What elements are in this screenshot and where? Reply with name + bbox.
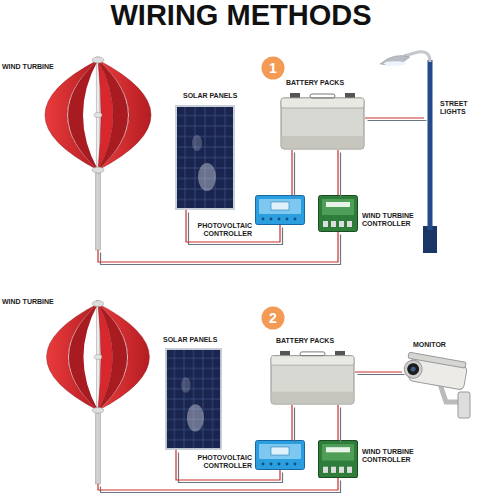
wire-pair xyxy=(292,150,295,198)
wire-positive xyxy=(186,210,280,242)
label-holder: WIND TURBINE xyxy=(2,298,54,306)
wire-pair xyxy=(186,210,283,245)
wire-positive xyxy=(98,478,338,490)
wind-turbine xyxy=(47,301,150,414)
camera-lens-glint xyxy=(410,366,416,372)
turbine-pole xyxy=(96,408,101,484)
callout-number: 1 xyxy=(269,61,277,75)
wire-positive xyxy=(337,150,338,195)
wire-positive xyxy=(291,150,292,195)
battery-pack xyxy=(271,351,354,404)
wire-pair xyxy=(338,405,341,443)
label-holder: WIND TURBINE CONTROLLER xyxy=(362,448,420,464)
callout-holder: 1 xyxy=(261,56,285,80)
security-camera xyxy=(402,352,470,418)
component-box: SOLAR PANELS xyxy=(175,105,235,210)
label-holder: MONITOR xyxy=(413,341,446,349)
callout-holder: 2 xyxy=(261,306,285,330)
component-box: WIND TURBINE CONTROLLER xyxy=(318,440,358,478)
wire-pair xyxy=(365,118,427,121)
label-holder: PHOTOVOLTAIC CONTROLLER xyxy=(194,222,252,238)
callout-number: 2 xyxy=(269,311,277,325)
camera-plate xyxy=(458,392,470,418)
component-label: WIND TURBINE xyxy=(2,298,54,306)
wind-controller xyxy=(319,196,358,232)
wire-negative xyxy=(358,374,405,375)
wire-negative xyxy=(294,408,295,443)
component-label: WIND TURBINE xyxy=(2,63,54,71)
component-label: WIND TURBINE CONTROLLER xyxy=(362,212,420,228)
component-label: MONITOR xyxy=(413,341,446,349)
wire-positive xyxy=(337,405,338,440)
wire-positive xyxy=(291,405,292,440)
wire-negative xyxy=(179,453,283,483)
wire-negative xyxy=(101,235,341,265)
label-holder: BATTERY PACKS xyxy=(276,337,334,345)
component-box: SOLAR PANELS xyxy=(165,348,222,450)
wire-pair xyxy=(176,450,283,483)
wire-pair xyxy=(338,150,341,198)
solar-panel xyxy=(175,105,235,210)
component-label: WIND TURBINE CONTROLLER xyxy=(362,448,420,464)
component-box: WIND TURBINE xyxy=(45,58,152,250)
label-holder: BATTERY PACKS xyxy=(286,79,344,87)
callout-circle: 1 xyxy=(261,56,285,80)
component-box: BATTERY PACKS xyxy=(280,92,365,150)
wind-controller xyxy=(319,441,358,478)
wire-pair xyxy=(98,478,341,493)
label-holder: WIND TURBINE CONTROLLER xyxy=(362,212,420,228)
lamp-glow xyxy=(384,61,406,66)
diagram-title: WIRING METHODS xyxy=(111,0,372,31)
wire-negative xyxy=(368,120,427,121)
wire-positive xyxy=(365,117,424,118)
component-label: BATTERY PACKS xyxy=(286,79,344,87)
component-label: PHOTOVOLTAIC CONTROLLER xyxy=(194,454,252,470)
label-holder: SOLAR PANELS xyxy=(183,92,237,100)
component-box: WIND TURBINE xyxy=(45,303,152,484)
component-box: STREET LIGHTS xyxy=(424,60,436,252)
component-label: BATTERY PACKS xyxy=(276,337,334,345)
title-block: WIRING METHODS xyxy=(0,0,482,30)
lamp-base xyxy=(423,226,437,253)
camera-lens-ring xyxy=(403,359,424,380)
component-box: WIND TURBINE CONTROLLER xyxy=(318,195,358,232)
turbine-pole xyxy=(96,168,101,250)
wire-negative xyxy=(294,153,295,198)
callout-disc xyxy=(262,57,285,80)
wire-negative xyxy=(101,481,341,493)
wire-negative xyxy=(340,408,341,443)
component-label: PHOTOVOLTAIC CONTROLLER xyxy=(194,222,252,238)
wire-pair xyxy=(292,405,295,443)
wire-negative xyxy=(340,153,341,198)
wind-turbine xyxy=(45,57,151,173)
wire-positive xyxy=(355,371,402,372)
callout-disc xyxy=(262,307,285,330)
component-label: STREET LIGHTS xyxy=(440,100,480,116)
battery-pack xyxy=(281,93,364,149)
component-box: MONITOR xyxy=(402,355,472,422)
component-box: PHOTOVOLTAIC CONTROLLER xyxy=(255,440,305,470)
lamp-head xyxy=(380,56,410,66)
component-label: SOLAR PANELS xyxy=(163,336,217,344)
label-holder: PHOTOVOLTAIC CONTROLLER xyxy=(194,454,252,470)
solar-panel xyxy=(165,348,222,450)
label-holder: WIND TURBINE xyxy=(2,63,54,71)
lamp-pole xyxy=(428,60,433,230)
wire-negative xyxy=(189,213,283,245)
component-box: PHOTOVOLTAIC CONTROLLER xyxy=(255,195,305,225)
pv-controller xyxy=(256,441,305,470)
component-label: SOLAR PANELS xyxy=(183,92,237,100)
camera-lens xyxy=(406,362,420,376)
pv-controller xyxy=(256,196,305,225)
label-holder: STREET LIGHTS xyxy=(440,100,480,116)
wire-positive xyxy=(176,450,280,480)
wire-pair xyxy=(355,372,405,375)
callout-circle: 2 xyxy=(261,306,285,330)
component-box: BATTERY PACKS xyxy=(270,350,355,405)
label-holder: SOLAR PANELS xyxy=(163,336,217,344)
